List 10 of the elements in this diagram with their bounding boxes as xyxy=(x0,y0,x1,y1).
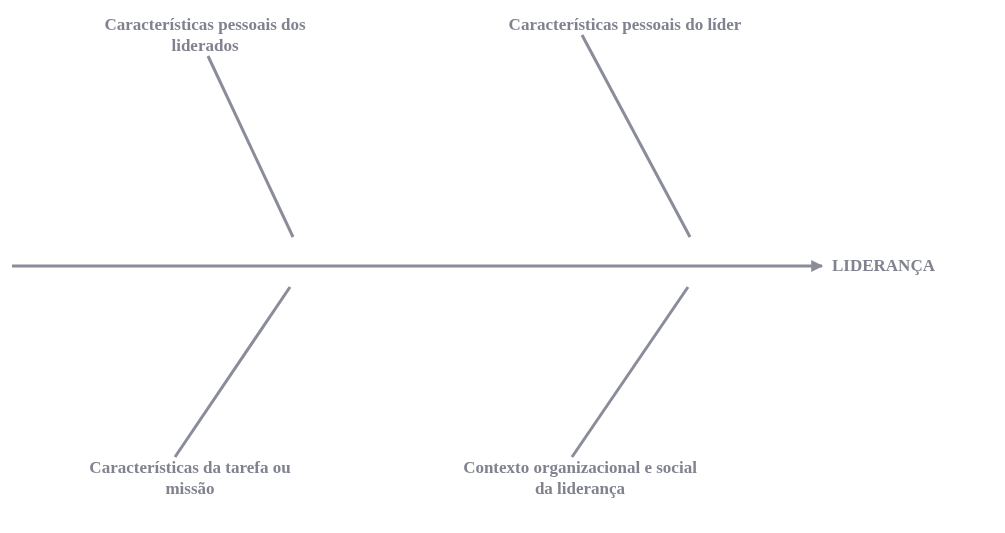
spine-arrow xyxy=(12,260,824,272)
fishbone-line xyxy=(173,286,292,458)
cause-label: Características pessoais dos liderados xyxy=(95,14,315,56)
effect-label: LIDERANÇA xyxy=(832,255,982,276)
fishbone-line xyxy=(206,55,295,238)
fishbone-line xyxy=(570,286,690,458)
cause-label: Contexto organizacional e social da liderança xyxy=(455,457,705,499)
cause-label: Características pessoais do líder xyxy=(505,14,745,35)
cause-label: Características da tarefa ou missão xyxy=(75,457,305,499)
fishbone-line xyxy=(580,34,692,238)
